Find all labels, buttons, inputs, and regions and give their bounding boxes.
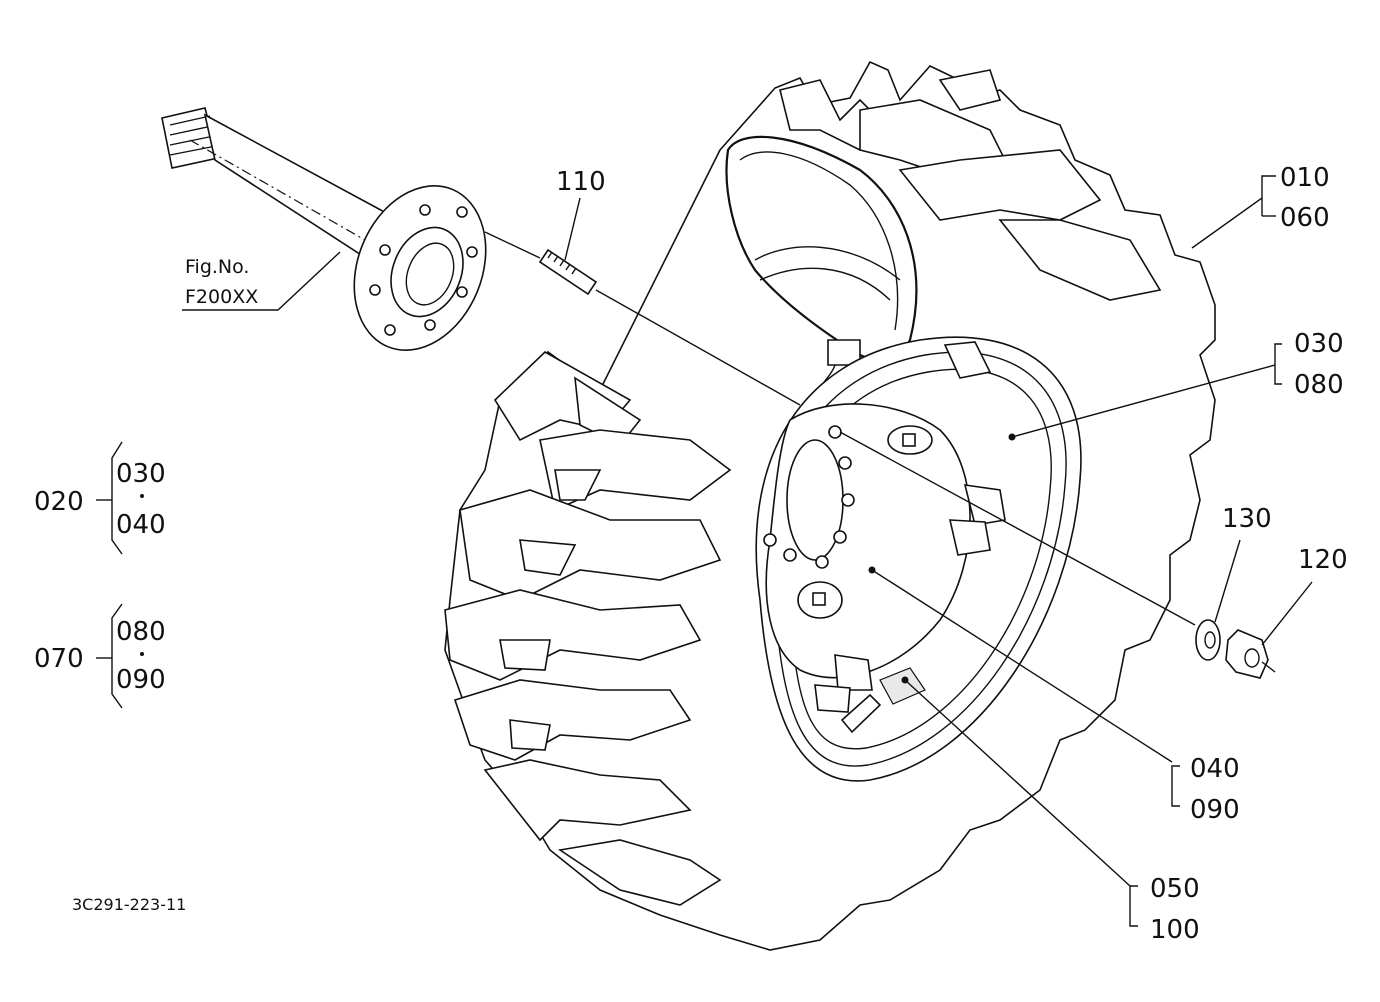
callout-010: 010 xyxy=(1280,163,1330,193)
legend-020: 020 xyxy=(34,487,84,517)
legend-040: 040 xyxy=(116,510,166,540)
washer-nut-drawing xyxy=(1195,619,1269,679)
callout-050: 050 xyxy=(1150,874,1200,904)
legend-070: 070 xyxy=(34,644,84,674)
callout-100: 100 xyxy=(1150,915,1200,945)
legend-030: 030 xyxy=(116,459,166,489)
callout-040: 040 xyxy=(1190,754,1240,784)
fig-ref-label: F200XX xyxy=(185,286,258,308)
drawing-number: 3C291-223-11 xyxy=(72,895,186,914)
fig-no-label: Fig.No. xyxy=(185,256,249,278)
legend-090: 090 xyxy=(116,665,166,695)
callout-120: 120 xyxy=(1298,545,1348,575)
legend-brackets xyxy=(96,441,144,709)
callout-030: 030 xyxy=(1294,329,1344,359)
leader-lines xyxy=(182,175,1313,927)
callout-130: 130 xyxy=(1222,504,1272,534)
callout-090: 090 xyxy=(1190,795,1240,825)
callout-110: 110 xyxy=(556,167,606,197)
axle-drawing xyxy=(161,107,487,351)
callout-060: 060 xyxy=(1280,203,1330,233)
rim-drawing xyxy=(755,336,1082,782)
legend-080: 080 xyxy=(116,617,166,647)
stud-bolt-drawing xyxy=(538,248,598,296)
callout-080: 080 xyxy=(1294,370,1344,400)
